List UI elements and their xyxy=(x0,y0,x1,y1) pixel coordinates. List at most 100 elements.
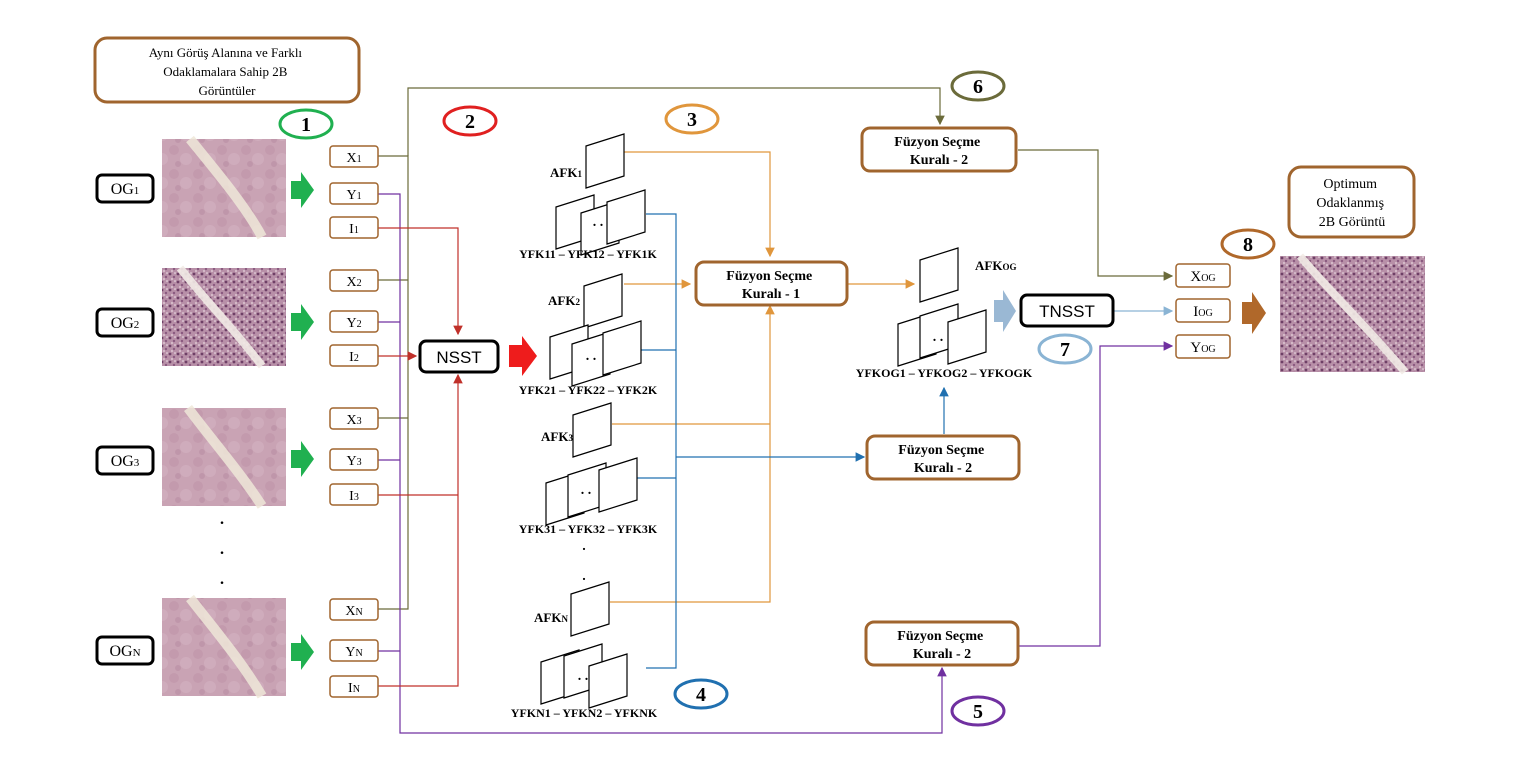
svg-text:YN: YN xyxy=(345,645,362,660)
input-labels: OG1 OG2 OG3 OGN xyxy=(95,173,155,666)
step-6-label: 6 xyxy=(973,76,983,98)
title-line-1: Aynı Görüş Alanına ve Farklı xyxy=(149,45,303,60)
yfk2-frame-2 xyxy=(571,331,611,387)
yfkog-stack-dots: . . xyxy=(933,330,944,345)
step-8-marker xyxy=(1220,228,1276,260)
yfk2-label: YFK21 – YFK22 – YFK2K xyxy=(519,383,658,397)
yn-base: Y xyxy=(345,645,355,660)
tnsst-input-arrow xyxy=(994,290,1016,332)
fusion-rule-2-mid-line-2: Kuralı - 2 xyxy=(914,461,972,476)
i1-to-nsst xyxy=(378,227,463,336)
xn-sub: N xyxy=(355,607,362,618)
yfk2-frame-3 xyxy=(602,320,642,376)
fusion-rule-1-box xyxy=(694,260,849,307)
yfk-bus-line xyxy=(646,213,677,669)
y3-base: Y xyxy=(346,454,356,469)
connection-lines xyxy=(378,87,1174,734)
tnsst-label: TNSST xyxy=(1039,302,1095,321)
green-arrow-n xyxy=(291,634,314,670)
x2-sub: 2 xyxy=(357,278,362,289)
afk2-sub: 2 xyxy=(576,297,581,307)
afk2-frame xyxy=(583,273,623,329)
rule2-top-to-xog xyxy=(1018,149,1174,281)
afk1-frame xyxy=(585,133,625,189)
og1-sub: 1 xyxy=(134,185,140,197)
nsst-box xyxy=(418,339,500,374)
afk3-base: AFK xyxy=(541,429,569,444)
y3-box xyxy=(329,448,379,471)
afk1-sub: 1 xyxy=(578,169,583,179)
title-line-3: Görüntüler xyxy=(198,83,256,98)
afkog-sub: OG xyxy=(1002,262,1016,272)
green-arrow-1 xyxy=(291,172,314,208)
step-2-marker xyxy=(442,105,498,137)
rule2-bottom-to-yog xyxy=(1018,341,1174,647)
step-5-marker xyxy=(950,695,1006,727)
ellipsis-dot-3: . xyxy=(219,564,225,589)
y1-base: Y xyxy=(346,188,356,203)
ellipsis-dot-2: . xyxy=(219,534,225,559)
y-bus-line xyxy=(378,193,947,734)
output-image-ridge xyxy=(1296,253,1409,375)
svg-text:I3: I3 xyxy=(349,489,359,504)
stack-dot-labels: . . . . . . . . . . xyxy=(578,215,944,684)
i1-box xyxy=(329,216,379,239)
output-line-2: Odaklanmış xyxy=(1316,196,1384,211)
svg-text:OGN: OGN xyxy=(109,643,140,660)
step-6-marker xyxy=(950,70,1006,102)
green-arrows xyxy=(291,172,314,670)
output-channels: XOG IOG YOG xyxy=(1175,263,1231,359)
svg-text:Y3: Y3 xyxy=(346,454,361,469)
y2-base: Y xyxy=(346,316,356,331)
yn-box xyxy=(329,639,379,662)
step-1-marker xyxy=(278,108,334,140)
afkog-base: AFK xyxy=(975,258,1003,273)
yfkn-label: YFKN1 – YFKN2 – YFKNK xyxy=(511,706,658,720)
yog-box xyxy=(1175,334,1231,359)
yfkog-frame-3 xyxy=(947,309,987,365)
og1-base: OG xyxy=(111,181,135,198)
title-box xyxy=(93,36,361,104)
input-image-3-ridge xyxy=(184,404,267,509)
afk2-base: AFK xyxy=(548,293,576,308)
og1-box xyxy=(95,173,155,204)
svg-text:XOG: XOG xyxy=(1190,269,1215,285)
svg-text:AFK3: AFK3 xyxy=(541,429,573,444)
fusion-rule-2-mid-line-1: Füzyon Seçme xyxy=(898,443,984,458)
yfk1-label: YFK11 – YFK12 – YFK1K xyxy=(519,247,657,261)
og3-sub: 3 xyxy=(134,457,140,469)
svg-text:AFKOG: AFKOG xyxy=(975,258,1016,273)
x-bus-line xyxy=(378,155,409,610)
yn-sub: N xyxy=(355,648,362,659)
step-3-label: 3 xyxy=(687,109,697,131)
title-line-2: Odaklamalara Sahip 2B xyxy=(163,64,288,79)
output-line-1: Optimum xyxy=(1323,177,1377,192)
svg-text:AFK1: AFK1 xyxy=(550,165,582,180)
og2-box xyxy=(95,307,155,338)
decomp-dot-1: . xyxy=(582,534,587,554)
xn-box xyxy=(329,598,379,621)
step-4-label: 4 xyxy=(696,684,706,706)
svg-text:I2: I2 xyxy=(349,350,359,365)
fusion-rule-2-bottom-box xyxy=(864,620,1020,667)
step-7-label: 7 xyxy=(1060,339,1070,361)
step-2-label: 2 xyxy=(465,111,475,133)
decomposition-frames xyxy=(540,133,987,709)
afk1-to-rule1 xyxy=(624,151,775,258)
yfk1-frame-3 xyxy=(606,189,646,245)
afkog-frame xyxy=(919,247,959,303)
og3-base: OG xyxy=(111,453,135,470)
fusion-rule-2-mid-box xyxy=(865,434,1021,481)
fusion-rules: Füzyon Seçme Kuralı - 1 Füzyon Seçme Kur… xyxy=(694,126,1021,667)
yfk1-stack-dots: . . xyxy=(593,215,604,230)
x1-sub: 1 xyxy=(357,154,362,165)
svg-text:Aynı Görüş Alanına ve Farklı: Aynı Görüş Alanına ve Farklı Odaklamalar… xyxy=(149,45,306,98)
y2-sub: 2 xyxy=(357,319,362,330)
svg-text:AFKN: AFKN xyxy=(534,610,568,625)
svg-text:Füzyon Seçme Kuralı - 1: Füzyon Seçme Kuralı - 1 xyxy=(726,269,815,302)
iog-base: I xyxy=(1193,304,1198,320)
xog-box xyxy=(1175,263,1231,288)
svg-text:YOG: YOG xyxy=(1190,340,1215,356)
svg-text:Füzyon Seçme Kuralı - 2: Füzyon Seçme Kuralı - 2 xyxy=(894,135,983,168)
svg-text:XN: XN xyxy=(345,604,362,619)
